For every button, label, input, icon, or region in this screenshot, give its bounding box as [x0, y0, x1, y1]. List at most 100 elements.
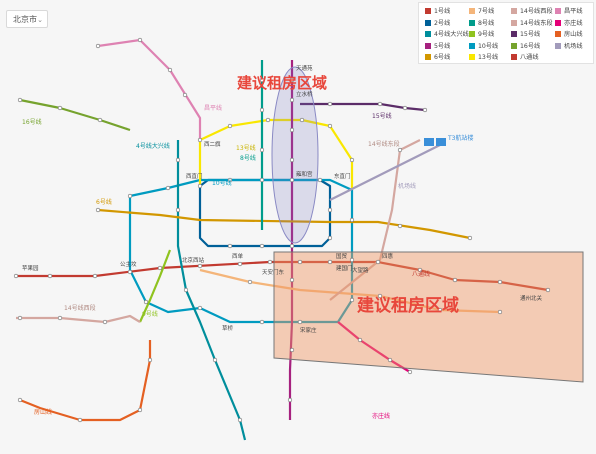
legend-item[interactable]: 八通线	[511, 53, 539, 63]
subway-line-path[interactable]	[329, 144, 441, 201]
station-dot[interactable]	[57, 105, 63, 111]
station-dot[interactable]	[157, 265, 163, 271]
station-dot[interactable]	[387, 357, 393, 363]
station-dot[interactable]	[137, 37, 143, 43]
station-dot[interactable]	[165, 185, 171, 191]
subway-line-path[interactable]	[198, 118, 354, 190]
station-dot[interactable]	[289, 277, 295, 283]
station-dot[interactable]	[97, 117, 103, 123]
station-dot[interactable]	[212, 357, 218, 363]
station-dot[interactable]	[289, 177, 295, 183]
legend-item[interactable]: 昌平线	[555, 7, 583, 17]
subway-line-path[interactable]	[19, 340, 152, 422]
station-dot[interactable]	[349, 257, 355, 263]
legend-item[interactable]: 机场线	[555, 42, 583, 52]
station-dot[interactable]	[227, 123, 233, 129]
station-dot[interactable]	[227, 243, 233, 249]
legend-item[interactable]: 1号线	[425, 7, 450, 17]
station-dot[interactable]	[289, 243, 295, 249]
station-dot[interactable]	[57, 315, 63, 321]
station-dot[interactable]	[237, 417, 243, 423]
station-dot[interactable]	[259, 243, 265, 249]
station-dot[interactable]	[349, 297, 355, 303]
station-dot[interactable]	[175, 207, 181, 213]
station-dot[interactable]	[299, 117, 305, 123]
station-dot[interactable]	[95, 43, 101, 49]
station-dot[interactable]	[357, 337, 363, 343]
station-dot[interactable]	[545, 287, 551, 293]
station-dot[interactable]	[377, 293, 383, 299]
station-dot[interactable]	[327, 259, 333, 265]
subway-line-path[interactable]	[16, 314, 141, 324]
station-dot[interactable]	[197, 305, 203, 311]
station-dot[interactable]	[127, 269, 133, 275]
subway-line-path[interactable]	[138, 249, 172, 323]
station-dot[interactable]	[259, 77, 265, 83]
legend-item[interactable]: 13号线	[469, 53, 498, 63]
station-dot[interactable]	[287, 397, 293, 403]
station-dot[interactable]	[417, 267, 423, 273]
station-dot[interactable]	[147, 357, 153, 363]
station-dot[interactable]	[182, 92, 188, 98]
station-dot[interactable]	[17, 97, 23, 103]
legend-item[interactable]: 16号线	[511, 42, 540, 52]
station-dot[interactable]	[259, 319, 265, 325]
station-dot[interactable]	[297, 259, 303, 265]
station-dot[interactable]	[397, 147, 403, 153]
station-dot[interactable]	[102, 319, 108, 325]
station-dot[interactable]	[452, 277, 458, 283]
station-dot[interactable]	[297, 319, 303, 325]
station-dot[interactable]	[137, 407, 143, 413]
station-dot[interactable]	[237, 261, 243, 267]
station-dot[interactable]	[375, 259, 381, 265]
station-dot[interactable]	[402, 105, 408, 111]
legend-item[interactable]: 亦庄线	[555, 19, 583, 29]
station-dot[interactable]	[265, 117, 271, 123]
station-dot[interactable]	[497, 279, 503, 285]
station-dot[interactable]	[259, 147, 265, 153]
station-dot[interactable]	[247, 279, 253, 285]
legend-item[interactable]: 4号线大兴线	[425, 30, 469, 40]
station-dot[interactable]	[175, 157, 181, 163]
station-dot[interactable]	[92, 273, 98, 279]
station-dot[interactable]	[317, 177, 323, 183]
legend-item[interactable]: 14号线东段	[511, 19, 553, 29]
station-dot[interactable]	[377, 101, 383, 107]
station-dot[interactable]	[47, 273, 53, 279]
station-dot[interactable]	[349, 217, 355, 223]
legend-item[interactable]: 7号线	[469, 7, 494, 17]
station-dot[interactable]	[267, 259, 273, 265]
subway-line-path[interactable]	[288, 60, 294, 420]
legend-item[interactable]: 房山线	[555, 30, 583, 40]
station-dot[interactable]	[497, 309, 503, 315]
legend-item[interactable]: 14号线西段	[511, 7, 553, 17]
station-dot[interactable]	[127, 193, 133, 199]
station-dot[interactable]	[227, 177, 233, 183]
station-dot[interactable]	[327, 235, 333, 241]
station-dot[interactable]	[437, 307, 443, 313]
station-dot[interactable]	[289, 97, 295, 103]
legend-item[interactable]: 5号线	[425, 42, 450, 52]
legend-item[interactable]: 9号线	[469, 30, 494, 40]
subway-line-path[interactable]	[19, 98, 131, 132]
station-dot[interactable]	[289, 157, 295, 163]
station-dot[interactable]	[467, 235, 473, 241]
subway-line-path[interactable]	[97, 208, 471, 240]
station-dot[interactable]	[289, 77, 295, 83]
subway-line-path[interactable]	[329, 139, 421, 301]
legend-item[interactable]: 15号线	[511, 30, 540, 40]
station-dot[interactable]	[422, 107, 428, 113]
station-dot[interactable]	[167, 67, 173, 73]
station-dot[interactable]	[407, 369, 413, 375]
station-dot[interactable]	[327, 123, 333, 129]
legend-item[interactable]: 6号线	[425, 53, 450, 63]
station-dot[interactable]	[259, 177, 265, 183]
subway-line-path[interactable]	[337, 321, 411, 373]
legend-item[interactable]: 2号线	[425, 19, 450, 29]
station-dot[interactable]	[77, 417, 83, 423]
station-dot[interactable]	[349, 157, 355, 163]
station-dot[interactable]	[197, 183, 203, 189]
station-dot[interactable]	[397, 223, 403, 229]
subway-line-path[interactable]	[16, 260, 378, 278]
